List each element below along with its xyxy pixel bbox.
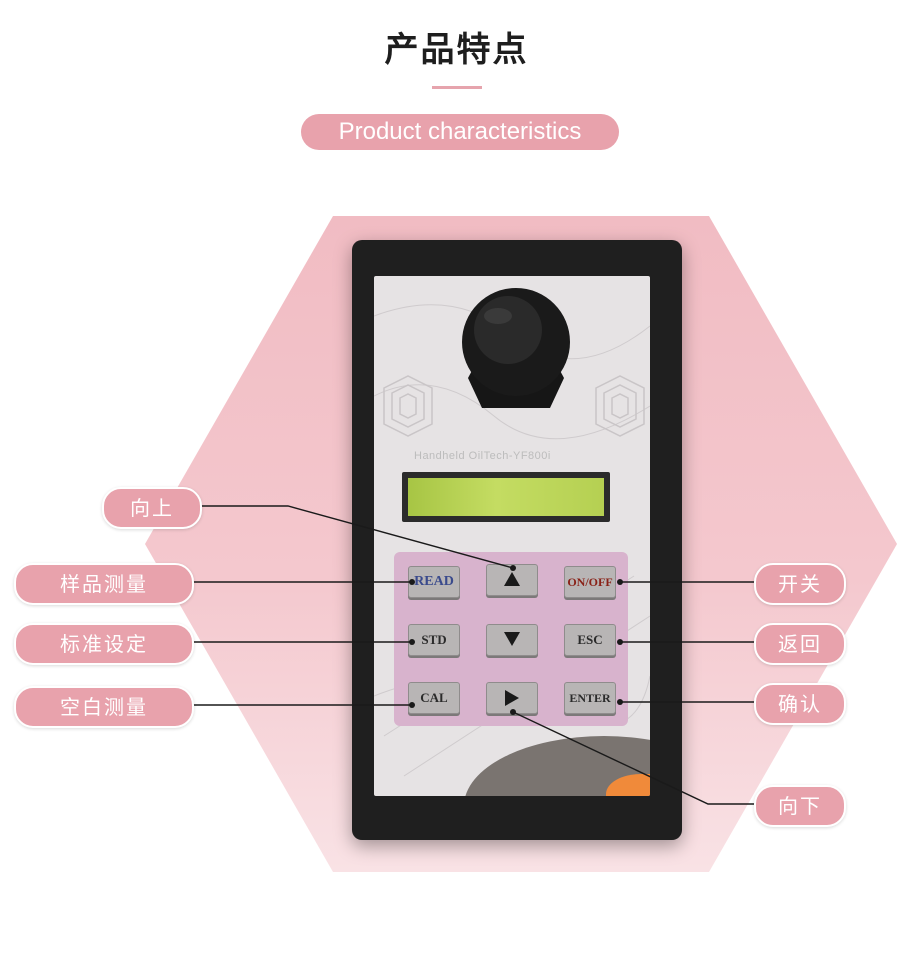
callout-up: 向上 xyxy=(102,487,202,529)
callout-blank-measure: 空白测量 xyxy=(14,686,194,728)
handheld-meter: Handheld OilTech-YF800i READ ON/OFF STD … xyxy=(352,240,682,840)
model-label: Handheld OilTech-YF800i xyxy=(414,450,551,462)
sample-chamber-cap xyxy=(462,288,570,408)
cal-key[interactable]: CAL xyxy=(408,682,460,714)
callout-back: 返回 xyxy=(754,623,846,665)
callout-sample-measure: 样品测量 xyxy=(14,563,194,605)
subtitle-badge: Product characteristics xyxy=(301,114,619,150)
down-key[interactable] xyxy=(486,624,538,656)
enter-key[interactable]: ENTER xyxy=(564,682,616,714)
page-title: 产品特点 xyxy=(384,30,529,70)
lcd-display xyxy=(408,478,604,516)
keypad: READ ON/OFF STD ESC CAL ENTER xyxy=(394,552,628,726)
lcd-bezel xyxy=(402,472,610,522)
on-off-key[interactable]: ON/OFF xyxy=(564,566,616,598)
device-faceplate: Handheld OilTech-YF800i READ ON/OFF STD … xyxy=(374,276,650,796)
callout-standard-set: 标准设定 xyxy=(14,623,194,665)
arrow-right-icon xyxy=(505,690,519,706)
right-key[interactable] xyxy=(486,682,538,714)
callout-power: 开关 xyxy=(754,563,846,605)
arrow-down-icon xyxy=(504,632,520,646)
read-key[interactable]: READ xyxy=(408,566,460,598)
callout-confirm: 确认 xyxy=(754,683,846,725)
title-divider xyxy=(432,86,482,89)
callout-down: 向下 xyxy=(754,785,846,827)
decorative-swoosh-orange xyxy=(606,774,650,796)
std-key[interactable]: STD xyxy=(408,624,460,656)
esc-key[interactable]: ESC xyxy=(564,624,616,656)
arrow-up-icon xyxy=(504,572,520,586)
